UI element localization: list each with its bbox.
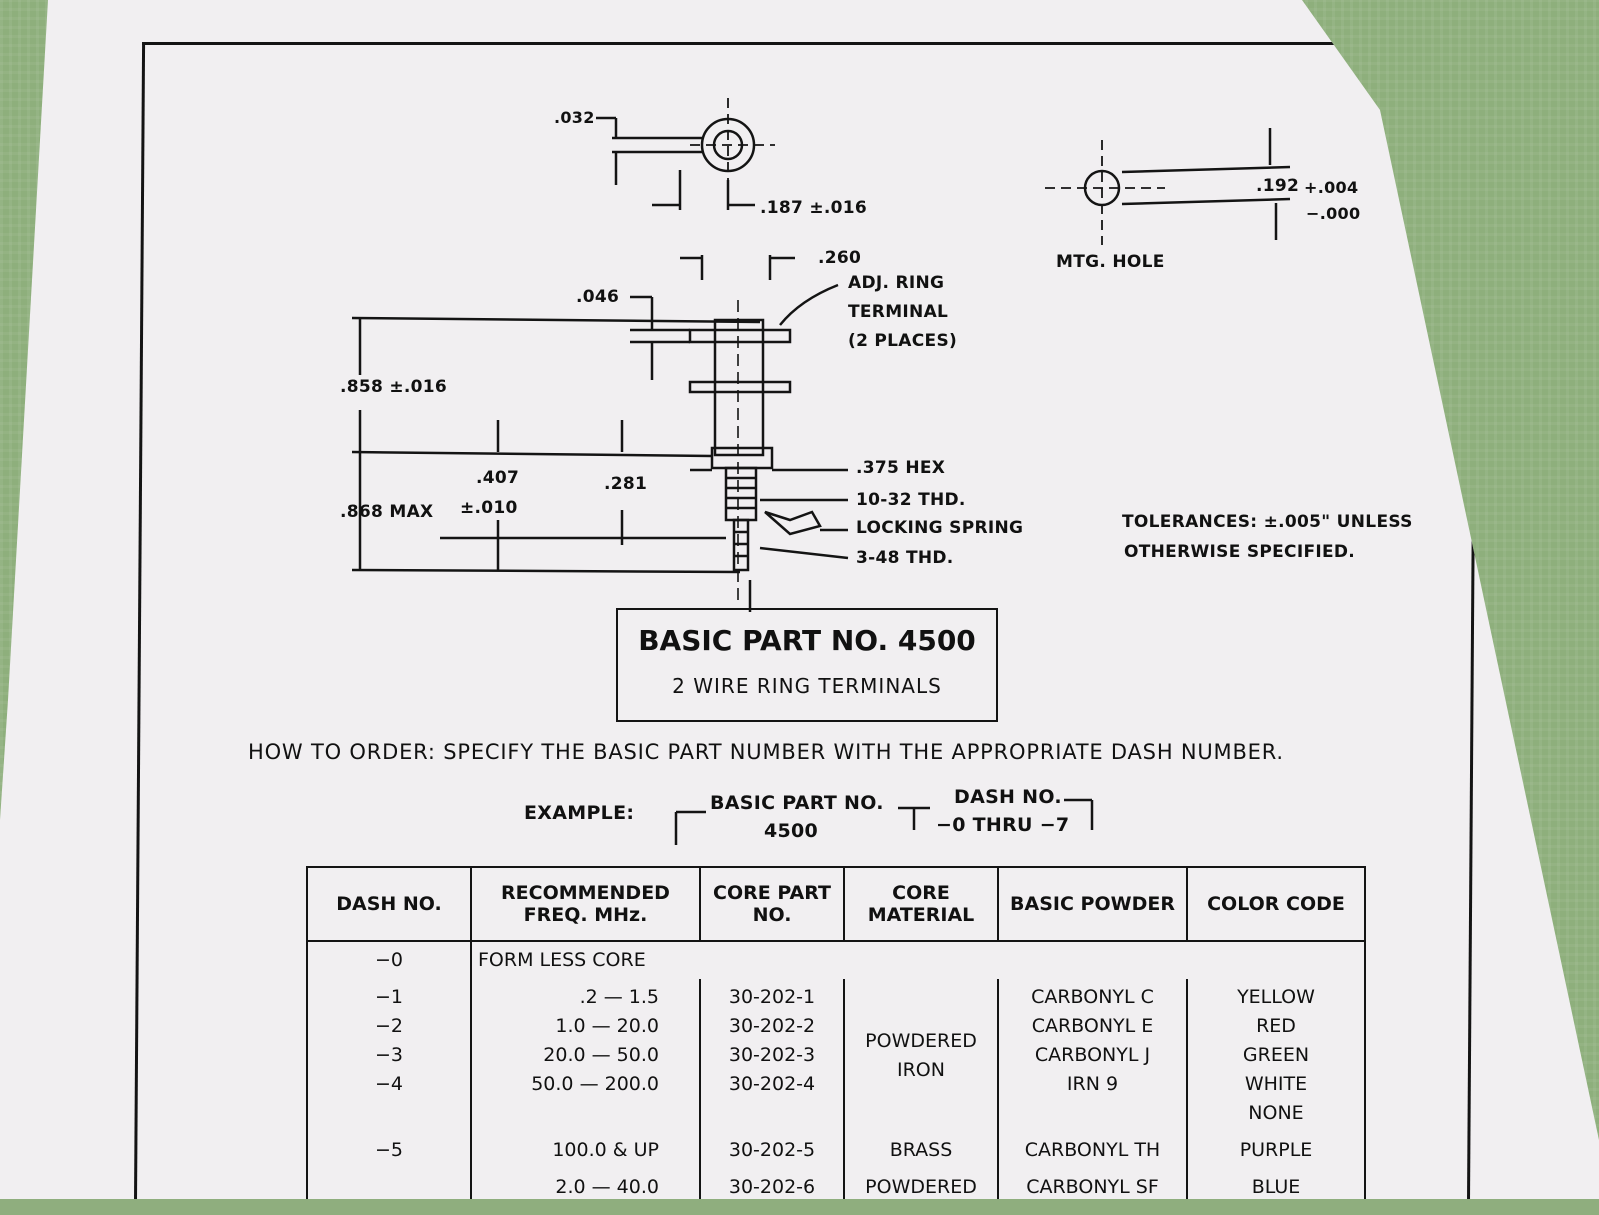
color-5: PURPLE: [1186, 1132, 1366, 1169]
dash-6: [306, 1169, 472, 1199]
dim-body-diameter: .260: [818, 248, 862, 268]
freq-6: 2.0 — 40.0: [470, 1169, 701, 1199]
color-none: NONE: [1248, 1102, 1304, 1124]
table-row: 2.0 — 40.0 30-202-6 POWDERED CARBONYL SF…: [306, 1169, 1366, 1199]
tolerances-line-2: OTHERWISE SPECIFIED.: [1124, 542, 1356, 562]
dash-0: −0: [306, 940, 472, 979]
header-basic-powder: BASIC POWDER: [997, 866, 1188, 942]
dim-ring-gap: .046: [576, 287, 620, 307]
core-4: 30-202-4: [728, 1073, 816, 1095]
tol-minus: −.000: [1306, 204, 1361, 223]
hex-label: .375 HEX: [856, 458, 946, 478]
core-3: 30-202-3: [728, 1044, 816, 1066]
powder-3: CARBONYL J: [1034, 1044, 1151, 1066]
dim-407: .407: [476, 468, 520, 488]
dim-ring-thickness: .032: [554, 108, 595, 127]
core-2: 30-202-2: [728, 1015, 816, 1037]
basic-part-subtitle: 2 WIRE RING TERMINALS: [672, 674, 942, 698]
material-6: POWDERED: [843, 1169, 999, 1199]
tolerances-line-1: TOLERANCES: ±.005" UNLESS: [1122, 512, 1413, 532]
dash-2: −2: [374, 1015, 403, 1037]
color-3: GREEN: [1242, 1044, 1310, 1066]
header-freq: RECOMMENDED FREQ. MHz.: [470, 866, 701, 942]
locking-spring-label: LOCKING SPRING: [856, 518, 1024, 538]
powder-4: IRN 9: [1066, 1073, 1119, 1095]
table-header-row: DASH NO. RECOMMENDED FREQ. MHz. CORE PAR…: [306, 866, 1366, 942]
locking-spring-shape: [764, 510, 822, 536]
adj-ring-label-2: TERMINAL: [848, 302, 949, 322]
dim-868-max: .868 MAX: [340, 502, 434, 522]
dim-ring-diameter: .187 ±.016: [760, 198, 868, 218]
dash-3: −3: [374, 1044, 403, 1066]
adj-ring-label-1: ADJ. RING: [848, 273, 945, 293]
adj-ring-terminal-top: [688, 328, 792, 344]
table-row: −5 100.0 & UP 30-202-5 BRASS CARBONYL TH…: [306, 1132, 1366, 1169]
threaded-stud: [724, 466, 758, 522]
example-label: EXAMPLE:: [524, 802, 635, 824]
dash-5: −5: [306, 1132, 472, 1169]
dash-1: −1: [374, 986, 403, 1008]
powder-5: CARBONYL TH: [997, 1132, 1188, 1169]
material-iron: IRON: [897, 1058, 945, 1081]
freq-group-1: .2 — 1.5 1.0 — 20.0 20.0 — 50.0 50.0 — 2…: [470, 979, 701, 1132]
dim-281: .281: [604, 474, 648, 494]
core-1: 30-202-1: [728, 986, 816, 1008]
thd-348-label: 3-48 THD.: [856, 548, 954, 568]
powder-1: CARBONYL C: [1031, 986, 1154, 1008]
dash-4: −4: [374, 1073, 403, 1095]
header-core-part: CORE PART NO.: [699, 866, 845, 942]
freq-1: .2 — 1.5: [579, 986, 659, 1008]
example-dash-label: DASH NO.: [954, 786, 1062, 808]
adj-ring-terminal-bottom: [688, 380, 792, 394]
color-2: RED: [1256, 1015, 1296, 1037]
powder-group-1: CARBONYL C CARBONYL E CARBONYL J IRN 9: [997, 979, 1188, 1132]
core-group-1: 30-202-1 30-202-2 30-202-3 30-202-4: [699, 979, 845, 1132]
header-core-material: CORE MATERIAL: [843, 866, 999, 942]
basic-part-title-box: BASIC PART NO. 4500 2 WIRE RING TERMINAL…: [616, 608, 998, 722]
form-less-core: FORM LESS CORE: [470, 940, 1366, 979]
material-group-1: POWDERED IRON: [843, 979, 999, 1132]
header-color-code: COLOR CODE: [1186, 866, 1366, 942]
powder-2: CARBONYL E: [1031, 1015, 1154, 1037]
powder-6: CARBONYL SF: [997, 1169, 1188, 1199]
core-5: 30-202-5: [699, 1132, 845, 1169]
dim-010: ±.010: [460, 498, 518, 518]
color-1: YELLOW: [1237, 986, 1315, 1008]
example-basic-value: 4500: [764, 820, 819, 842]
how-to-order: HOW TO ORDER: SPECIFY THE BASIC PART NUM…: [248, 740, 1284, 764]
basic-part-title: BASIC PART NO. 4500: [638, 624, 976, 657]
example-dash-value: −0 THRU −7: [936, 814, 1070, 836]
mtg-hole-label: MTG. HOLE: [1056, 252, 1165, 272]
color-4: WHITE: [1244, 1073, 1308, 1095]
coil-form-body: [713, 318, 765, 457]
dash-group-1: −1 −2 −3 −4: [306, 979, 472, 1132]
dim-height-858: .858 ±.016: [340, 377, 448, 397]
example-basic-label: BASIC PART NO.: [710, 792, 884, 814]
freq-2: 1.0 — 20.0: [555, 1015, 659, 1037]
material-5: BRASS: [843, 1132, 999, 1169]
table-row: −0 FORM LESS CORE: [306, 940, 1366, 979]
tol-plus: +.004: [1304, 178, 1359, 197]
core-6: 30-202-6: [699, 1169, 845, 1199]
thd-1032-label: 10-32 THD.: [856, 490, 966, 510]
freq-4: 50.0 — 200.0: [531, 1073, 659, 1095]
material-powdered: POWDERED: [865, 1029, 977, 1052]
adj-ring-label-3: (2 PLACES): [848, 331, 958, 351]
dim-192: .192: [1256, 176, 1300, 196]
table-row: −1 −2 −3 −4 .2 — 1.5 1.0 — 20.0 20.0 — 5…: [306, 979, 1366, 1132]
freq-3: 20.0 — 50.0: [543, 1044, 659, 1066]
dash-number-table: DASH NO. RECOMMENDED FREQ. MHz. CORE PAR…: [306, 866, 1366, 1199]
color-group-1: YELLOW RED GREEN WHITE NONE: [1186, 979, 1366, 1132]
freq-5: 100.0 & UP: [470, 1132, 701, 1169]
header-dash-no: DASH NO.: [306, 866, 472, 942]
color-6: BLUE: [1186, 1169, 1366, 1199]
